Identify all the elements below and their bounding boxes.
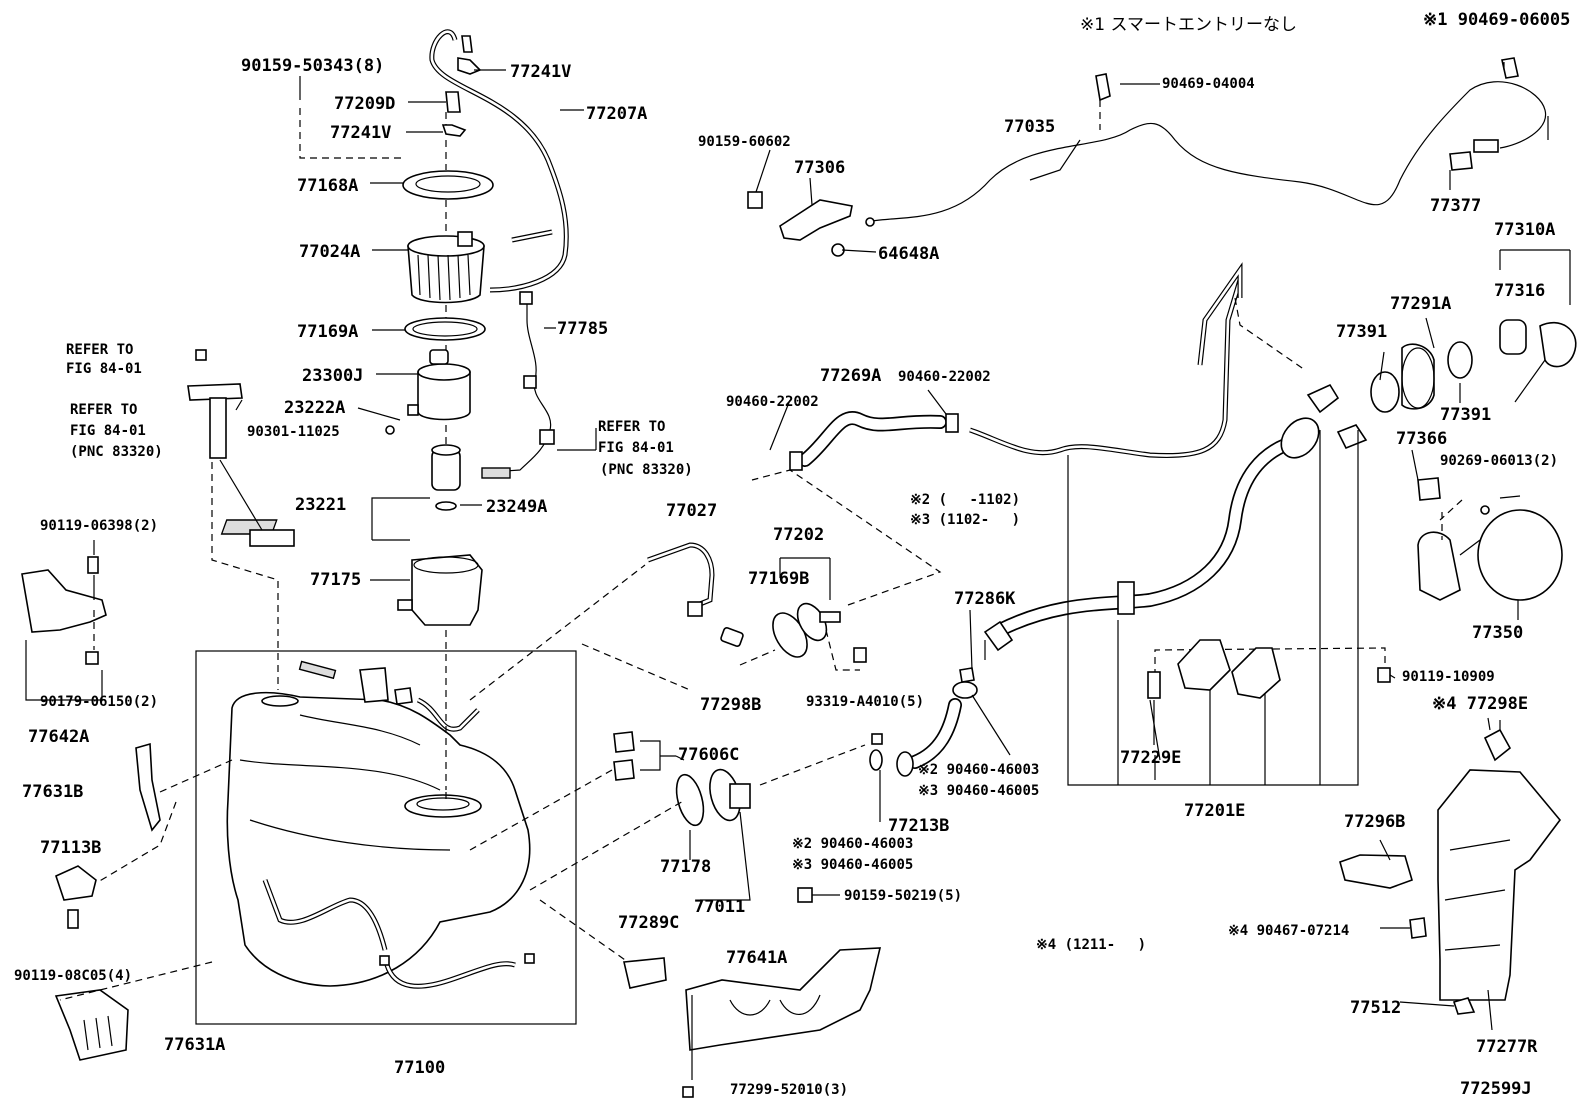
label-77306: 77306	[794, 158, 845, 178]
bracket-77201E	[1067, 430, 1359, 786]
label-77213B: 77213B	[888, 816, 949, 836]
label-77100: 77100	[394, 1058, 445, 1078]
note-2: ※2 ( -1102)	[910, 492, 1020, 508]
label-77366: 77366	[1396, 429, 1447, 449]
label-77113B: 77113B	[40, 838, 101, 858]
note-3: ※3 (1102- )	[910, 512, 1020, 528]
label-90119-10909: 90119-10909	[1402, 669, 1495, 685]
label-90460-46005-b: ※3 90460-46005	[792, 857, 913, 873]
label-90301-11025: 90301-11025	[247, 424, 340, 440]
fuel-cap-assembly	[1370, 249, 1577, 413]
label-77391-b: 77391	[1440, 405, 1491, 425]
label-77201E: 77201E	[1184, 801, 1245, 821]
fuel-pump-assembly	[220, 35, 494, 790]
refer-3-line1: REFER TO	[598, 419, 665, 435]
refer-1-line1: REFER TO	[66, 342, 133, 358]
label-77035: 77035	[1004, 117, 1055, 137]
label-93319-A4010: 93319-A4010(5)	[806, 694, 924, 710]
label-77631A: 77631A	[164, 1035, 225, 1055]
label-90119-08C05: 90119-08C05(4)	[14, 968, 132, 984]
label-90460-22002-left: 90460-22002	[726, 394, 819, 410]
label-77209D: 77209D	[334, 94, 395, 114]
refer-2-line2: FIG 84-01	[70, 423, 146, 439]
label-77286K: 77286K	[954, 589, 1016, 609]
label-77289C: 77289C	[618, 913, 679, 933]
note-4: ※4 (1211- )	[1036, 937, 1146, 953]
label-90179-06150: 90179-06150(2)	[40, 694, 158, 710]
label-77207A: 77207A	[586, 104, 647, 124]
label-77178: 77178	[660, 857, 711, 877]
fuel-sender-unit	[187, 349, 295, 690]
label-77642A: 77642A	[28, 727, 89, 747]
pipe-77027	[647, 542, 715, 611]
label-77310A: 77310A	[1494, 220, 1555, 240]
label-77168A: 77168A	[297, 176, 358, 196]
label-77169A: 77169A	[297, 322, 358, 342]
label-77512: 77512	[1350, 998, 1401, 1018]
label-77296B: 77296B	[1344, 812, 1405, 832]
label-90460-22002-right: 90460-22002	[898, 369, 991, 385]
refer-2-line3: (PNC 83320)	[70, 444, 163, 460]
note-smart-entry: ※1 スマートエントリーなし	[1080, 15, 1297, 35]
label-77291A: 77291A	[1390, 294, 1451, 314]
label-90159-60602: 90159-60602	[698, 134, 791, 150]
label-90469-06005: ※1 90469-06005	[1423, 10, 1570, 30]
label-90460-46003-b: ※2 90460-46003	[792, 836, 913, 852]
label-77350: 77350	[1472, 623, 1523, 643]
left-brackets	[21, 540, 233, 1061]
label-77299-52010: 77299-52010(3)	[730, 1082, 848, 1098]
label-77024A: 77024A	[299, 242, 360, 262]
label-77269A: 77269A	[820, 366, 881, 386]
label-77785: 77785	[557, 319, 608, 339]
label-77027: 77027	[666, 501, 717, 521]
label-77011: 77011	[694, 897, 745, 917]
label-23300J: 23300J	[302, 366, 363, 386]
label-77631B: 77631B	[22, 782, 83, 802]
label-90460-46005-a: ※3 90460-46005	[918, 783, 1039, 799]
label-23221: 23221	[295, 495, 346, 515]
label-90159-50343: 90159-50343(8)	[241, 56, 384, 76]
label-77298E: ※4 77298E	[1432, 694, 1528, 714]
label-90469-04004: 90469-04004	[1162, 76, 1255, 92]
label-77241V-mid: 77241V	[330, 123, 391, 143]
refer-3-line3: (PNC 83320)	[600, 462, 693, 478]
fuel-opener-cable	[747, 57, 1547, 257]
label-77316: 77316	[1494, 281, 1545, 301]
label-77175: 77175	[310, 570, 361, 590]
figure-id: 772599J	[1460, 1079, 1532, 1099]
label-77641A: 77641A	[726, 948, 787, 968]
fuel-tank-group-box	[195, 650, 577, 1025]
fuel-tank-77100	[226, 660, 535, 989]
label-77391-a: 77391	[1336, 322, 1387, 342]
label-77169B: 77169B	[748, 569, 809, 589]
label-64648A: 64648A	[878, 244, 939, 264]
dash-bolt	[299, 108, 405, 159]
refer-1-line2: FIG 84-01	[66, 361, 142, 377]
label-90460-46003-a: ※2 90460-46003	[918, 762, 1039, 778]
label-77606C: 77606C	[678, 745, 739, 765]
label-23249A: 23249A	[486, 497, 547, 517]
label-77377: 77377	[1430, 196, 1481, 216]
label-90119-06398: 90119-06398(2)	[40, 518, 158, 534]
label-77202: 77202	[773, 525, 824, 545]
label-23222A: 23222A	[284, 398, 345, 418]
refer-3-line2: FIG 84-01	[598, 440, 674, 456]
label-77277R: 77277R	[1476, 1037, 1538, 1057]
label-77241V-top: 77241V	[510, 62, 571, 82]
refer-2-line1: REFER TO	[70, 402, 137, 418]
label-77298B: 77298B	[700, 695, 761, 715]
label-90269-06013: 90269-06013(2)	[1440, 453, 1558, 469]
label-90467-07214: ※4 90467-07214	[1228, 923, 1349, 939]
wire-77785	[489, 300, 552, 473]
label-77229E: 77229E	[1120, 748, 1181, 768]
label-90159-50219: 90159-50219(5)	[844, 888, 962, 904]
